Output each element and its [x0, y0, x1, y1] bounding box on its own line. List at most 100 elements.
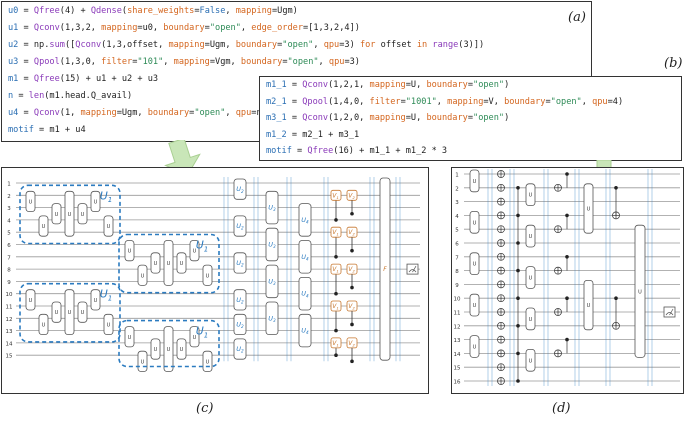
- f-gate: [379, 177, 391, 361]
- code-token: (1,: [59, 108, 81, 118]
- u1-gate: [64, 289, 75, 335]
- u1-gate-label: U: [55, 310, 59, 316]
- u4-gate: [298, 277, 312, 311]
- measure-needle: [669, 308, 674, 316]
- u1-gate-label: U: [68, 310, 72, 316]
- u2-gate: [233, 313, 247, 336]
- arrow-to-c: [164, 140, 201, 176]
- u1-gate-label: U: [81, 310, 85, 316]
- u-gate-label: U: [587, 303, 591, 309]
- u1-block: [19, 282, 121, 343]
- code-token: qpu: [235, 108, 252, 118]
- label-a: (a): [568, 10, 586, 25]
- u4-gate: [298, 313, 312, 348]
- code-b-line: m1_2 = m2_1 + m3_1: [266, 130, 359, 141]
- code-token: = m2_1 + m3_1: [286, 129, 360, 140]
- u1-gate: [77, 301, 88, 323]
- code-token: Qpool: [33, 57, 60, 67]
- code-token: =: [467, 113, 474, 123]
- control-dot: [516, 324, 520, 328]
- code-token: m2_1: [266, 96, 287, 107]
- u1-gate: [103, 313, 114, 336]
- code-token: "open": [194, 108, 226, 118]
- code-token: mapping: [173, 57, 210, 67]
- code-token: mapping: [369, 80, 406, 90]
- code-token: u4: [8, 108, 19, 118]
- wire-number: 12: [6, 317, 13, 323]
- code-b-line: m3_1 = Qconv(1,2,0, mapping=U, boundary=…: [266, 113, 509, 124]
- v1-gate: [330, 263, 342, 275]
- v1-gate: [330, 226, 342, 238]
- u-gate-label: U: [529, 234, 533, 240]
- u1-gate: [124, 326, 135, 348]
- control-dot: [516, 351, 520, 356]
- v1-gate-label: V1: [332, 303, 339, 311]
- code-token: ,: [318, 57, 329, 67]
- code-a-line: u0 = Qfree(4) + Qdense(share_weights=Fal…: [8, 6, 298, 17]
- u1-gate: [90, 190, 101, 212]
- code-token: ,: [581, 96, 593, 107]
- u1-gate: [176, 338, 187, 360]
- control-dot: [565, 255, 569, 259]
- u2-gate: [233, 252, 247, 274]
- v1-gate: [330, 337, 342, 349]
- code-token: (3)]): [458, 40, 485, 50]
- u1-gate-label: U: [128, 335, 132, 341]
- u-gate: [469, 211, 480, 234]
- u-gate: [583, 280, 594, 331]
- code-token: =: [282, 57, 288, 67]
- code-token: Qfree: [33, 74, 60, 84]
- u-gate-label: U: [587, 207, 591, 213]
- code-token: (m1.head.Q_avail): [44, 91, 133, 101]
- u1-gate-label: U: [193, 249, 197, 255]
- u-gate-label: U: [473, 262, 477, 268]
- u1-gate-label: U: [167, 347, 171, 353]
- label-c: (c): [196, 401, 214, 416]
- control-dot: [516, 379, 520, 383]
- code-a-line: u1 = Qconv(1,3,2, mapping=u0, boundary="…: [8, 23, 360, 34]
- code-a-line: motif = m1 + u4: [8, 125, 86, 136]
- code-token: boundary: [426, 80, 468, 90]
- code-token: "open": [287, 57, 319, 67]
- u3-gate: [265, 190, 279, 225]
- control-dot: [334, 218, 338, 222]
- wire-number: 15: [6, 354, 13, 360]
- u1-gate-label: U: [29, 298, 33, 304]
- u4-gate-label: U4: [301, 327, 309, 336]
- code-token: u3: [8, 57, 19, 67]
- code-b-line: m2_1 = Qpool(1,4,0, filter="1001", mappi…: [266, 97, 623, 108]
- wire-number: 6: [7, 243, 11, 249]
- code-token: qpu: [592, 96, 608, 107]
- u1-gate-label: U: [180, 261, 184, 267]
- code-b-line: m1_1 = Qconv(1,2,1, mapping=U, boundary=…: [266, 80, 509, 91]
- code-token: =Ugm,: [116, 108, 148, 118]
- u-gate: [469, 293, 480, 317]
- u-gate: [525, 266, 536, 289]
- u1-gate: [51, 203, 62, 225]
- code-token: ): [504, 80, 510, 90]
- u-gate-label: U: [529, 358, 533, 364]
- u1-gate: [38, 313, 49, 336]
- control-dot: [565, 296, 569, 300]
- code-token: (15) + u1 + u2 + u3: [59, 74, 159, 84]
- code-token: (1,3,offset,: [101, 40, 169, 50]
- code-token: =U,: [405, 80, 427, 90]
- code-token: boundary: [147, 108, 190, 118]
- u1-block-label: U1: [196, 239, 209, 254]
- u4-gate-label: U4: [301, 290, 309, 299]
- code-token: =3): [339, 40, 360, 50]
- v1-gate: [330, 189, 342, 201]
- u-gate: [634, 224, 646, 358]
- code-token: ,: [225, 6, 236, 16]
- v2-gate-label: V2: [348, 229, 355, 237]
- code-a-line: u2 = np.sum([Qconv(1,3,offset, mapping=U…: [8, 40, 484, 51]
- code-token: share_weights: [127, 6, 195, 16]
- control-dot: [614, 296, 618, 300]
- code-token: =u0,: [137, 23, 164, 33]
- v1-gate: [330, 300, 342, 312]
- u1-gate: [137, 264, 148, 286]
- u3-gate-label: U3: [268, 241, 276, 250]
- u-gate-label: U: [473, 345, 477, 351]
- wire-number: 11: [454, 311, 461, 317]
